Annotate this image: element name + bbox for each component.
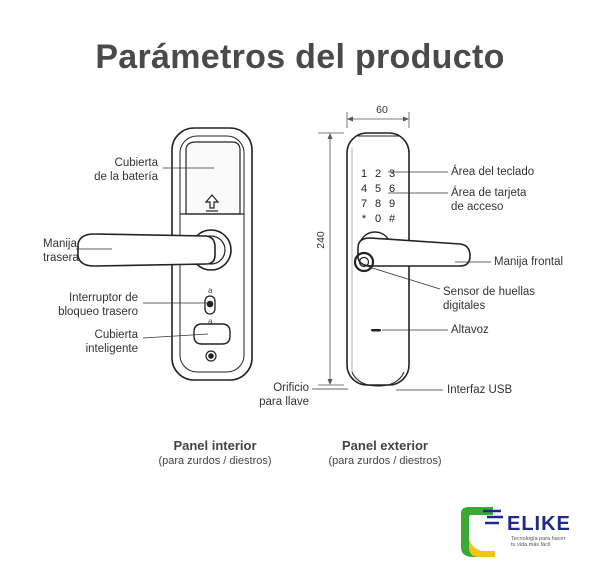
keypad-key: 9 [389,198,395,210]
speaker-shape [371,329,381,332]
keypad-key: 5 [375,183,381,195]
battery-cover-shape [185,141,241,215]
front-handle-shape [357,237,471,267]
width-dimension: 60 [376,104,388,116]
exterior-caption: Panel exterior (para zurdos / diestros) [328,438,442,467]
rear-handle-shape [77,233,216,267]
keypad-key: 8 [375,198,381,210]
dimension-lines [318,112,410,386]
keypad-key: 0 [375,213,381,225]
keypad-key: 2 [375,168,381,180]
arrow-up-icon [204,194,220,209]
height-dimension: 240 [315,231,327,249]
svg-text:a: a [208,286,213,295]
interior-caption: Panel interior (para zurdos / diestros) [158,438,272,467]
page-title: Parámetros del producto [95,38,505,76]
exterior-panel [346,132,471,387]
logo-wordmark: ELIKE [507,513,571,535]
keypad-key: # [389,213,396,225]
svg-text:a: a [208,317,213,326]
keypad-area-label: Área del teclado [451,166,535,178]
fingerprint-sensor-shape [353,251,375,273]
front-handle-label: Manija frontal [494,256,564,268]
lock-switch-shape [204,295,216,315]
usb-interface-label: Interfaz USB [447,384,513,396]
smart-cover-shape [193,323,231,345]
keypad-key: 3 [389,168,395,180]
interior-panel: a a [77,127,253,381]
keypad-key: * [362,213,367,225]
keypad-key: 1 [361,168,367,180]
keypad-key: 6 [389,183,395,195]
keypad-key: 4 [361,183,367,195]
leader-lines [76,167,491,391]
speaker-label: Altavoz [451,324,489,336]
keypad: 1 2 3 4 5 6 7 8 9 * 0 # [361,168,396,225]
keypad-key: 7 [361,198,367,210]
logo-mark-icon [461,507,503,557]
